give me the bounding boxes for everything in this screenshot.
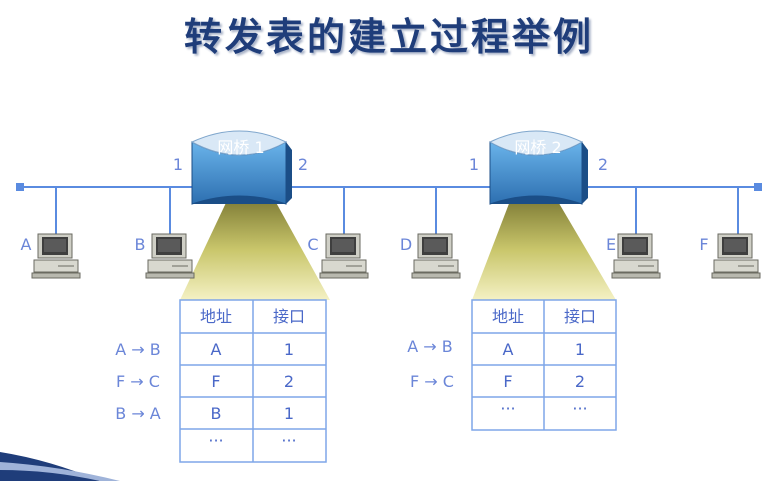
lan-line bbox=[16, 183, 762, 191]
table-cell: 2 bbox=[284, 372, 294, 391]
host-c: C bbox=[307, 233, 369, 279]
port-label: 1 bbox=[173, 155, 183, 174]
port-label: 1 bbox=[469, 155, 479, 174]
table-cell: ··· bbox=[572, 399, 587, 418]
page-title: 转发表的建立过程举例 bbox=[183, 15, 594, 59]
computer-icon bbox=[145, 233, 195, 279]
host-links bbox=[55, 187, 739, 236]
table-header: 地址 bbox=[200, 307, 232, 326]
computer-icon bbox=[31, 233, 81, 279]
beam-1 bbox=[180, 188, 330, 300]
events-2: A → B F → C bbox=[407, 337, 454, 391]
host-b: B bbox=[135, 233, 195, 279]
table-header: 接口 bbox=[273, 307, 305, 326]
event-label: A → B bbox=[407, 337, 453, 356]
bridge-label: 网桥 2 bbox=[514, 138, 561, 157]
forwarding-table-1: 地址 接口 A 1 F 2 B 1 ··· ··· bbox=[179, 299, 327, 463]
host-a: A bbox=[21, 233, 81, 279]
bridge-2: 网桥 2 1 2 bbox=[469, 130, 608, 205]
port-label: 2 bbox=[598, 155, 608, 174]
host-e: E bbox=[606, 233, 661, 279]
table-cell: ··· bbox=[281, 431, 296, 450]
table-cell: B bbox=[211, 404, 222, 423]
event-label: B → A bbox=[115, 404, 161, 423]
table-header: 地址 bbox=[492, 307, 524, 326]
table-cell: 1 bbox=[575, 340, 585, 359]
table-cell: A bbox=[503, 340, 514, 359]
event-label: A → B bbox=[115, 340, 161, 359]
host-label: E bbox=[606, 235, 616, 254]
host-label: B bbox=[135, 235, 146, 254]
table-cell: A bbox=[211, 340, 222, 359]
bridge-icon bbox=[190, 130, 292, 205]
computer-icon bbox=[711, 233, 761, 279]
bridge-icon bbox=[488, 130, 588, 205]
forwarding-table-2: 地址 接口 A 1 F 2 ··· ··· bbox=[471, 299, 617, 431]
table-cell: 1 bbox=[284, 404, 294, 423]
table-cell: F bbox=[211, 372, 220, 391]
events-1: A → B F → C B → A bbox=[115, 340, 161, 423]
host-label: C bbox=[307, 235, 318, 254]
table-header: 接口 bbox=[564, 307, 596, 326]
beam-2 bbox=[472, 188, 616, 300]
bridge-label: 网桥 1 bbox=[217, 138, 264, 157]
computer-icon bbox=[411, 233, 461, 279]
host-d: D bbox=[400, 233, 461, 279]
event-label: F → C bbox=[116, 372, 160, 391]
computer-icon bbox=[611, 233, 661, 279]
host-label: D bbox=[400, 235, 412, 254]
computer-icon bbox=[319, 233, 369, 279]
event-label: F → C bbox=[410, 372, 454, 391]
table-cell: 1 bbox=[284, 340, 294, 359]
host-label: F bbox=[699, 235, 708, 254]
table-cell: ··· bbox=[500, 399, 515, 418]
port-label: 2 bbox=[298, 155, 308, 174]
corner-swoosh-light bbox=[0, 462, 120, 481]
table-cell: F bbox=[503, 372, 512, 391]
host-f: F bbox=[699, 233, 761, 279]
host-label: A bbox=[21, 235, 32, 254]
bridge-1: 网桥 1 1 2 bbox=[173, 130, 308, 205]
table-cell: 2 bbox=[575, 372, 585, 391]
table-cell: ··· bbox=[208, 431, 223, 450]
